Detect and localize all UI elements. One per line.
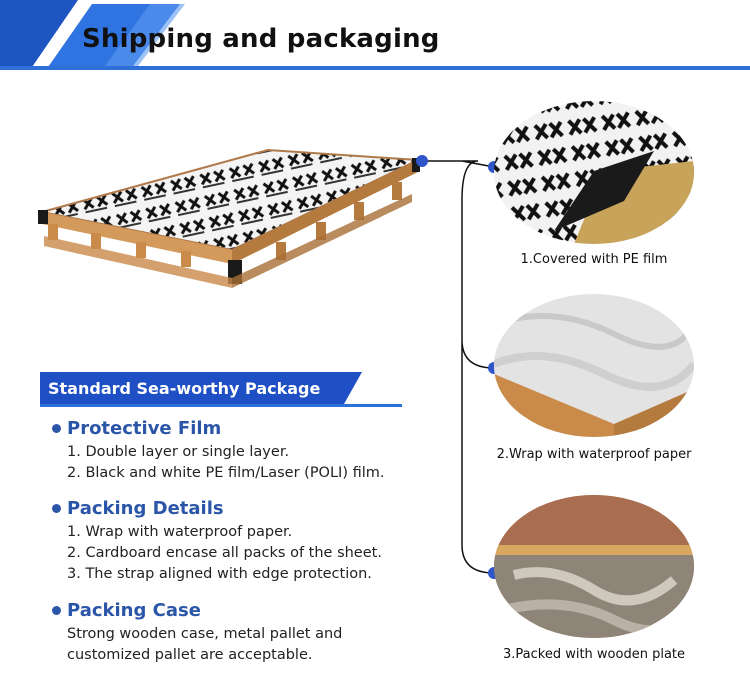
protective-film-block: Protective Film 1. Double layer or singl… [52, 418, 385, 484]
step-caption-2: 2.Wrap with waterproof paper [496, 447, 692, 462]
list-item: 1. Double layer or single layer. [67, 444, 290, 460]
pe-film-photo [494, 101, 694, 244]
page-title: Shipping and packaging [82, 24, 440, 54]
section-banner [40, 372, 402, 408]
step-caption-3: 3.Packed with wooden plate [502, 647, 686, 662]
waterproof-paper-photo [494, 294, 694, 437]
list-item: 3. The strap aligned with edge protectio… [67, 566, 372, 582]
packing-case-block: Packing Case Strong wooden case, metal p… [52, 600, 342, 666]
list-item: Strong wooden case, metal pallet and [67, 626, 343, 642]
list-item: 1. Wrap with waterproof paper. [67, 524, 293, 540]
section-heading: Protective Film [67, 418, 222, 439]
section-title: Standard Sea-worthy Package [48, 379, 321, 398]
packing-details-block: Packing Details 1. Wrap with waterproof … [52, 498, 382, 585]
section-heading: Packing Details [67, 498, 224, 519]
list-item: 2. Cardboard encase all packs of the she… [67, 545, 382, 561]
bullet-icon [52, 504, 61, 513]
header-banner [0, 0, 750, 72]
header-stripes [0, 0, 750, 70]
list-item: 2. Black and white PE film/Laser (POLI) … [67, 465, 385, 481]
pallet-illustration [36, 138, 426, 318]
bullet-icon [52, 424, 61, 433]
wooden-plate-photo [494, 495, 694, 638]
step-caption-1: 1.Covered with PE film [520, 252, 668, 267]
section-heading: Packing Case [67, 600, 201, 621]
list-item: customized pallet are acceptable. [67, 647, 313, 663]
bullet-icon [52, 606, 61, 615]
